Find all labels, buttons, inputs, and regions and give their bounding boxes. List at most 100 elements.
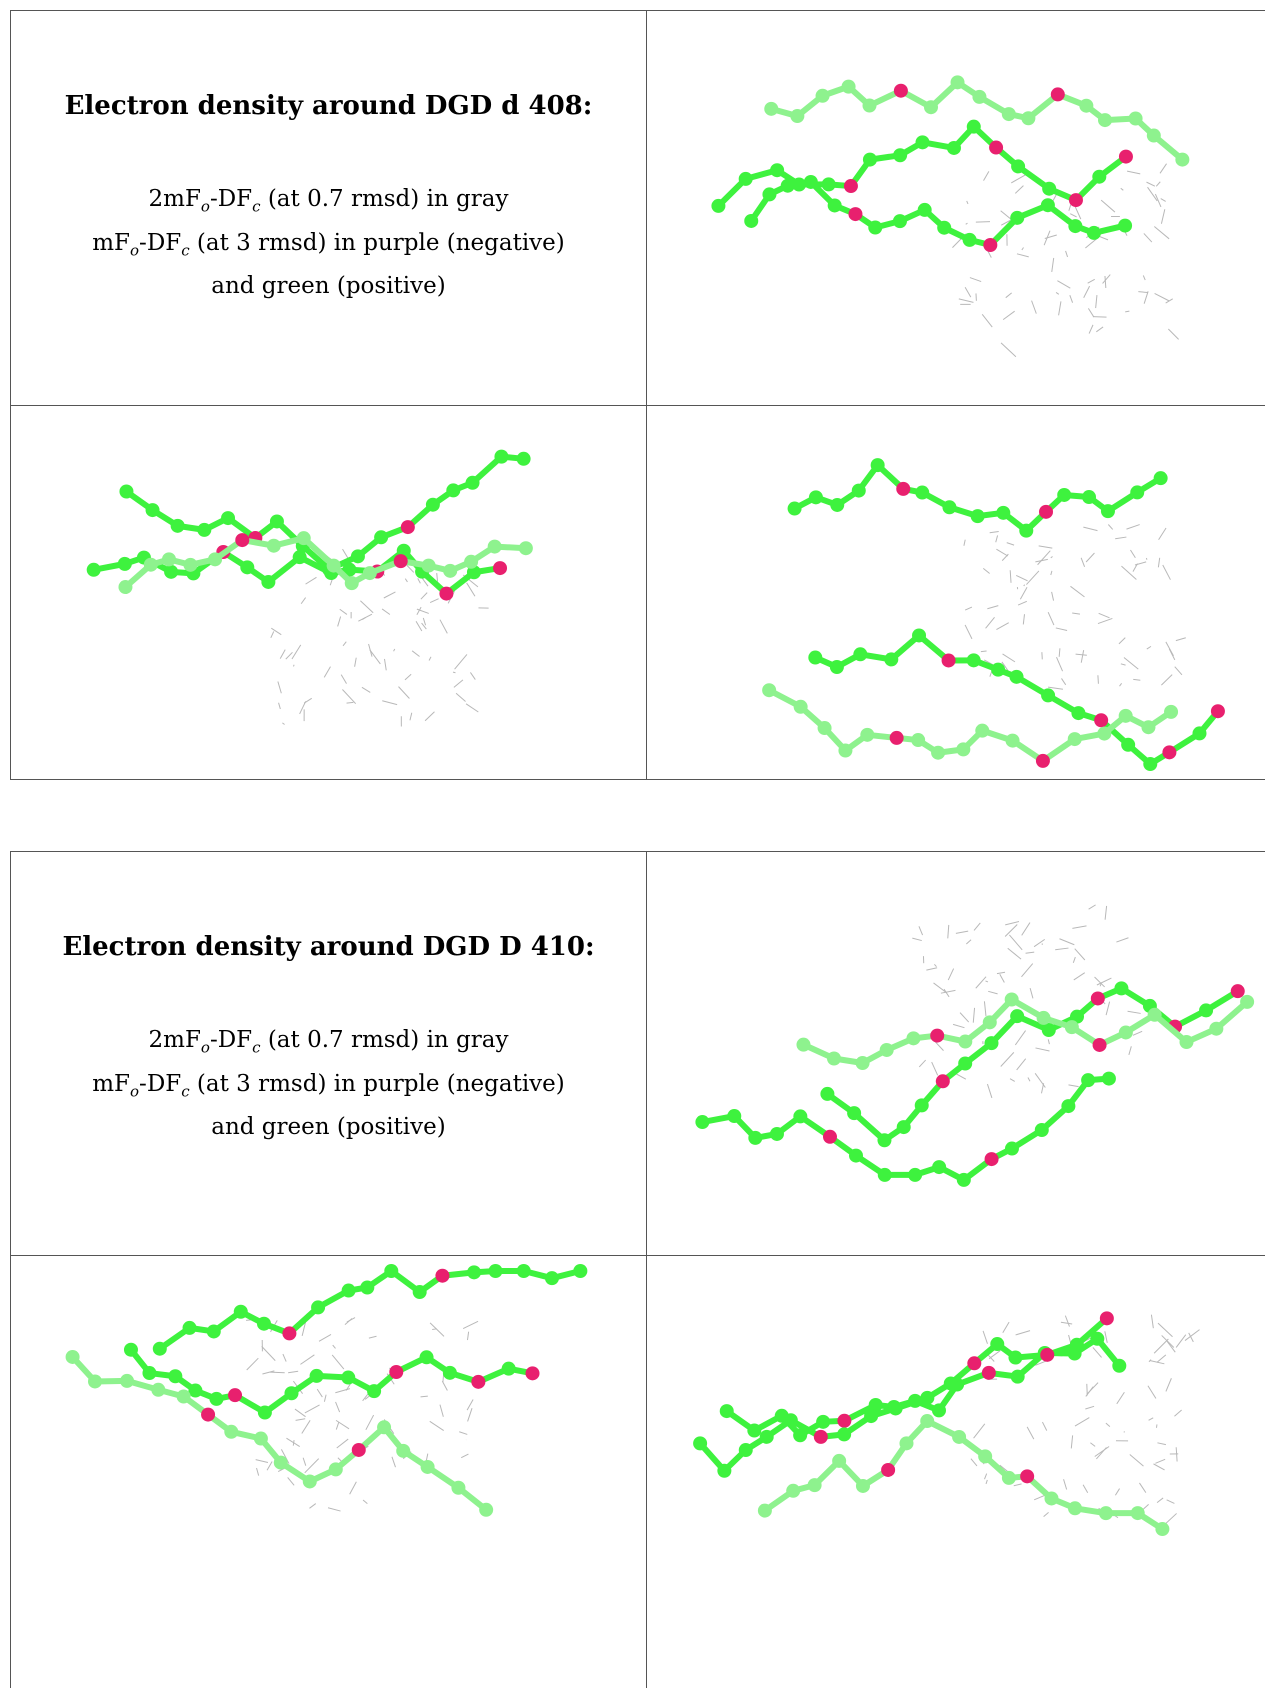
density-mesh-line: [985, 616, 995, 629]
density-mesh-line: [1157, 1442, 1166, 1446]
density-mesh-line: [279, 649, 286, 659]
carbon-atom: [273, 1455, 288, 1470]
density-mesh-line: [1126, 524, 1140, 530]
oxygen-atom: [893, 83, 908, 98]
density-mesh-line: [246, 1357, 259, 1371]
density-mesh-line: [1155, 181, 1161, 187]
carbon-atom: [1001, 1470, 1016, 1485]
oxygen-atom: [1099, 1311, 1114, 1326]
density-mesh-line: [1060, 1321, 1073, 1325]
oxygen-atom: [471, 1374, 486, 1389]
carbon-atom: [494, 449, 509, 464]
density-mesh-line: [277, 681, 282, 694]
density-mesh-line: [293, 664, 295, 667]
carbon-atom: [1067, 732, 1082, 747]
density-mesh-line: [271, 627, 282, 636]
oxygen-atom: [1068, 193, 1083, 208]
density-mesh-line: [1133, 678, 1141, 681]
carbon-atom: [917, 202, 932, 217]
density-mesh-line: [1090, 1442, 1096, 1447]
density-mesh-line: [1007, 947, 1022, 960]
oxygen-atom: [389, 1364, 404, 1379]
carbon-atom: [516, 451, 531, 466]
carbon-atom: [309, 1368, 324, 1383]
oxygen-atom: [941, 653, 956, 668]
carbon-atom: [862, 98, 877, 113]
carbon-atom: [1130, 485, 1145, 500]
density-mesh-line: [282, 722, 285, 725]
carbon-atom: [341, 1283, 356, 1298]
oxygen-atom: [393, 554, 408, 569]
density-mesh-line: [1104, 275, 1107, 289]
carbon-atom: [326, 558, 341, 573]
density-mesh-line: [1088, 904, 1096, 910]
carbon-atom: [1175, 152, 1190, 167]
density-mesh-line: [1097, 617, 1113, 625]
density-mesh-line: [300, 1354, 315, 1365]
carbon-atom: [815, 88, 830, 103]
carbon-atom: [727, 1109, 742, 1124]
density-mesh-line: [988, 990, 998, 995]
carbon-atom: [923, 100, 938, 115]
carbon-atom: [958, 1056, 973, 1071]
carbon-atom: [790, 109, 805, 124]
density-mesh-line: [1100, 199, 1116, 213]
density-mesh-line: [420, 1395, 428, 1398]
oxygen-atom: [351, 1442, 366, 1457]
carbon-atom: [1192, 726, 1207, 741]
structure-view-6: [647, 1256, 1265, 1688]
carbon-atom: [119, 484, 134, 499]
density-mesh-line: [262, 1370, 275, 1375]
density-mesh-line: [1158, 527, 1167, 541]
density-mesh-line: [969, 277, 982, 283]
carbon-atom: [807, 1478, 822, 1493]
density-mesh-line: [1094, 976, 1105, 988]
carbon-atom: [991, 662, 1006, 677]
density-mesh-line: [1023, 584, 1026, 587]
carbon-atom: [868, 1398, 883, 1413]
density-mesh-line: [1146, 645, 1152, 650]
carbon-atom: [952, 1429, 967, 1444]
density-mesh-line: [286, 1437, 300, 1448]
density-mesh-line: [973, 1423, 986, 1439]
oxygen-atom: [1118, 149, 1133, 164]
table-border-mid: [10, 1255, 1265, 1256]
density-mesh-line: [985, 980, 989, 983]
density-mesh-line: [1156, 1354, 1167, 1363]
density-mesh-line: [1118, 637, 1126, 645]
carbon-atom: [1004, 1141, 1019, 1156]
carbon-atom: [896, 1120, 911, 1135]
density-mesh-line: [1074, 948, 1086, 961]
density-mesh-line: [1096, 326, 1104, 333]
density-mesh-line: [1083, 285, 1091, 298]
density-mesh-line: [439, 1404, 444, 1417]
density-mesh-line: [1166, 1340, 1176, 1353]
carbon-atom: [145, 503, 160, 518]
carbon-atom: [786, 1483, 801, 1498]
carbon-atom: [1100, 504, 1115, 519]
density-mesh-line: [964, 606, 973, 611]
density-mesh-line: [340, 674, 347, 684]
density-mesh-line: [996, 622, 1009, 630]
density-mesh-line: [973, 922, 981, 931]
density-mesh-line: [1087, 308, 1095, 318]
carbon-atom: [1042, 181, 1057, 196]
density-mesh-line: [1021, 963, 1034, 978]
carbon-atom: [464, 554, 479, 569]
density-mesh-line: [280, 1449, 290, 1464]
carbon-atom: [451, 1480, 466, 1495]
density-mesh-line: [1121, 565, 1137, 580]
density-mesh-line: [1051, 257, 1055, 272]
legend-line-2: mFo-DFc (at 3 rmsd) in purple (negative): [92, 229, 565, 260]
carbon-atom: [501, 1361, 516, 1376]
density-mesh-line: [459, 1431, 468, 1435]
carbon-atom: [693, 1436, 708, 1451]
table-border-left: [10, 851, 11, 1688]
oxygen-atom: [1020, 1469, 1035, 1484]
carbon-atom: [1005, 733, 1020, 748]
oxygen-atom: [282, 1326, 297, 1341]
density-mesh-line: [1148, 1359, 1152, 1363]
carbon-atom: [240, 560, 255, 575]
carbon-atom: [829, 660, 844, 675]
density-mesh-line: [1035, 558, 1048, 563]
